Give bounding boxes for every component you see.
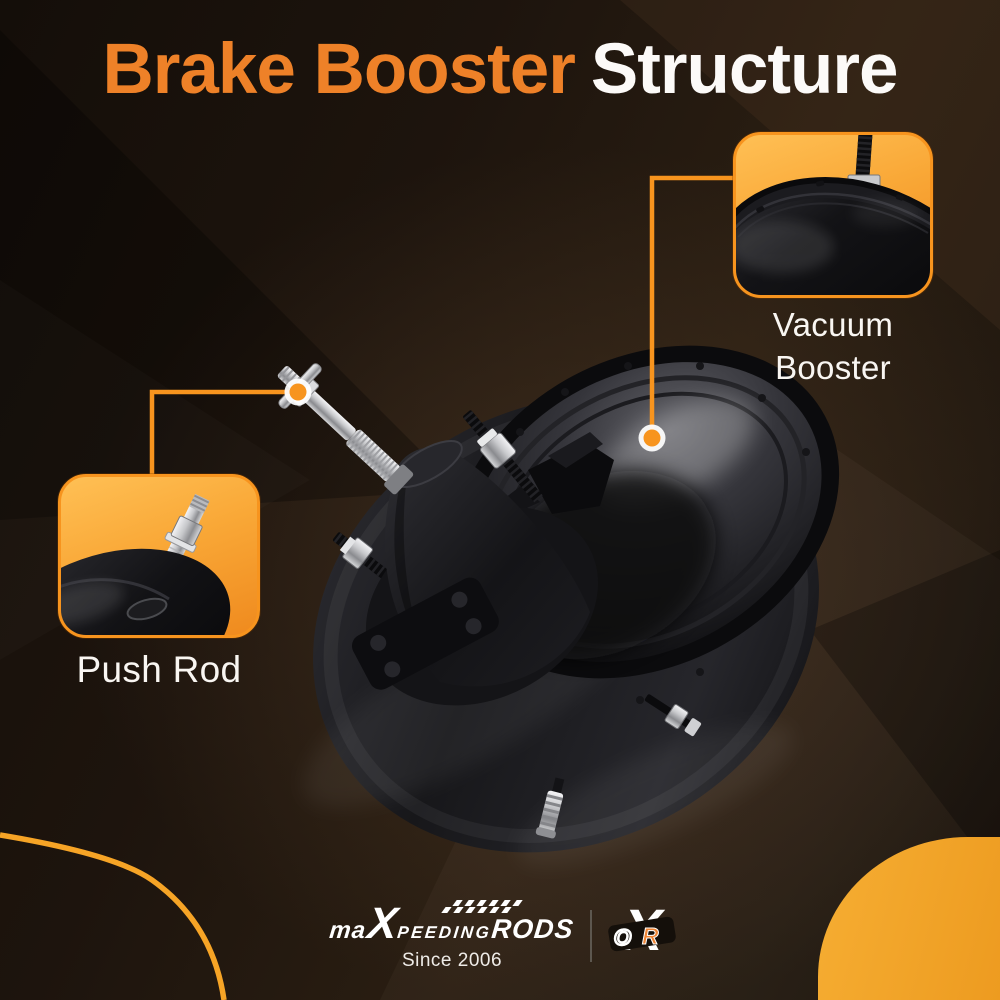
- vacuum-booster-callout-box: [733, 132, 933, 298]
- xor-r: R: [642, 923, 660, 950]
- brand-text-rods: RODS: [490, 914, 576, 944]
- brand-text-peeding: peeding: [396, 923, 493, 942]
- logo-divider: [590, 910, 592, 962]
- swoosh-curve: [0, 832, 227, 1000]
- brand-text-x: X: [365, 899, 400, 948]
- xor-o: O: [613, 924, 633, 952]
- push-rod-label: Push Rod: [76, 649, 242, 690]
- push-rod-callout-box: [58, 474, 260, 638]
- brand-logo: maXpeedingRODS Since 2006: [312, 899, 592, 972]
- footer: maXpeedingRODS Since 2006 X O R: [0, 898, 1000, 978]
- brand-text-ma: ma: [328, 917, 368, 944]
- brand-tagline: Since 2006: [401, 950, 503, 971]
- title-accent: Brake Booster: [102, 30, 576, 109]
- xor-logo-icon: X O R: [606, 902, 680, 964]
- vacuum-booster-label: Vacuum Booster: [772, 306, 894, 386]
- vacuum-booster-closeup-image: [736, 135, 930, 295]
- checkered-flag-icon: [441, 900, 523, 913]
- push-rod-closeup-image: [61, 493, 231, 635]
- title-rest: Structure: [590, 30, 899, 109]
